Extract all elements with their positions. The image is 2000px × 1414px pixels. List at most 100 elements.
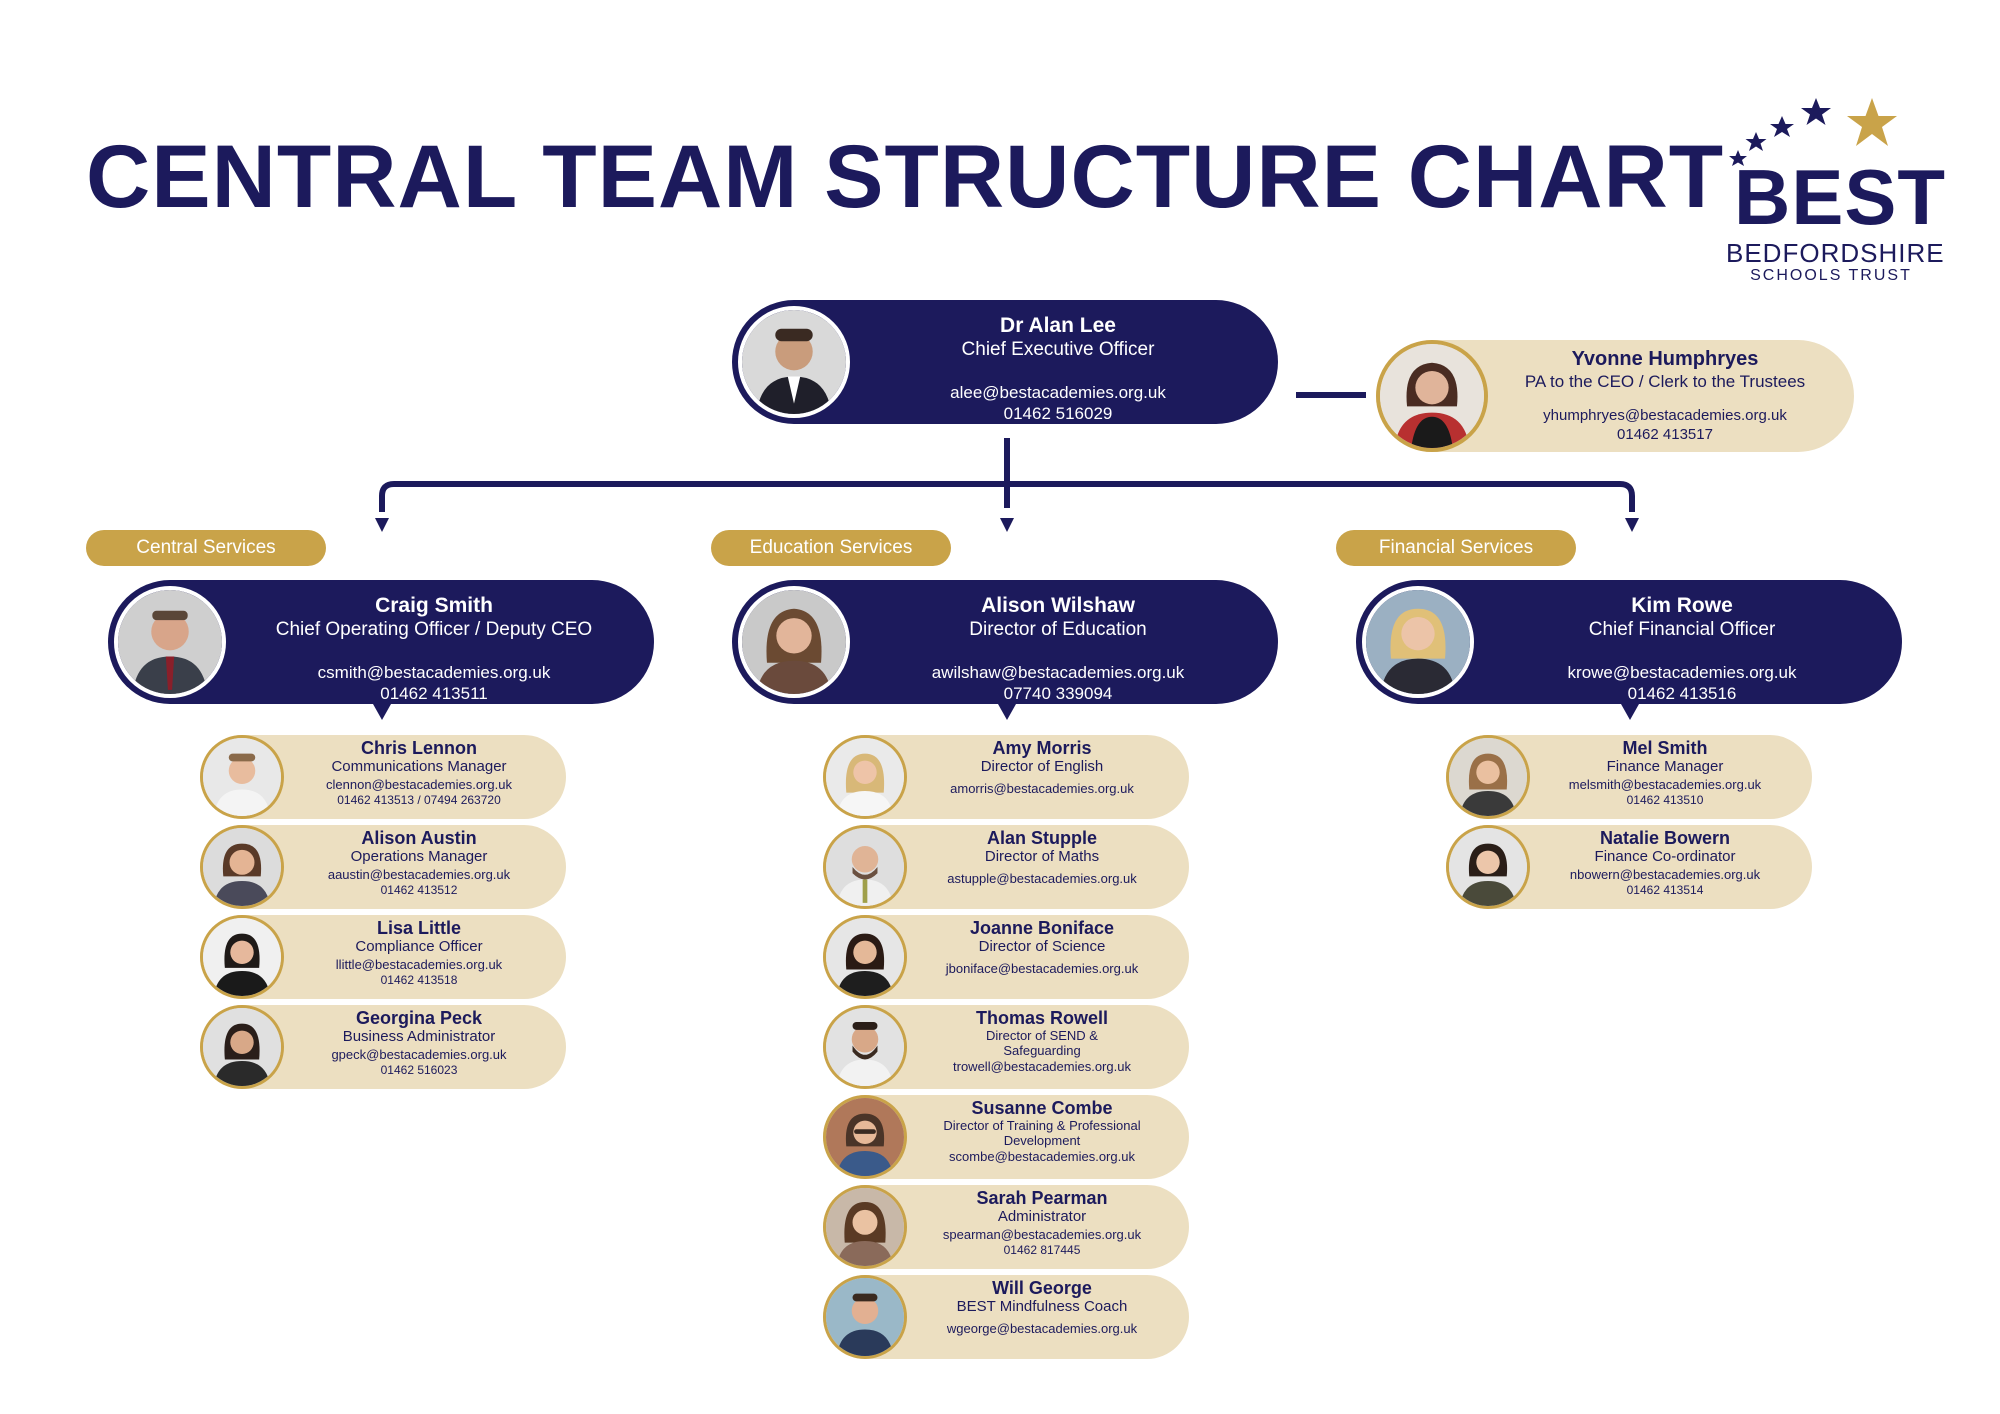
avatar: [823, 825, 907, 909]
lead-email[interactable]: csmith@bestacademies.org.uk: [317, 663, 551, 682]
staff-email[interactable]: spearman@bestacademies.org.uk: [942, 1227, 1142, 1242]
arrow-central: [375, 518, 389, 532]
avatar: [200, 735, 284, 819]
ceo-phone: 01462 516029: [1003, 404, 1113, 423]
lead-role: Director of Education: [969, 619, 1147, 640]
lead-role: Chief Financial Officer: [1588, 619, 1776, 640]
avatar: [823, 1095, 907, 1179]
staff-role: Business Administrator: [342, 1028, 496, 1045]
avatar: [200, 825, 284, 909]
branch-bar: [379, 481, 1635, 512]
lead-name: Kim Rowe: [1631, 594, 1733, 617]
lead-card-financial[interactable]: Kim Rowe Chief Financial Officer krowe@b…: [1356, 580, 1902, 704]
avatar: [823, 1005, 907, 1089]
staff-role: Director of SEND & Safeguarding: [986, 1028, 1098, 1058]
lead-card-education[interactable]: Alison Wilshaw Director of Education awi…: [732, 580, 1278, 704]
staff-card[interactable]: Lisa Little Compliance Officer llittle@b…: [200, 915, 566, 999]
staff-card[interactable]: Susanne Combe Director of Training & Pro…: [823, 1095, 1189, 1179]
staff-name: Alison Austin: [361, 828, 477, 848]
staff-phone: 01462 413512: [380, 883, 458, 897]
staff-email[interactable]: gpeck@bestacademies.org.uk: [331, 1047, 507, 1062]
staff-email[interactable]: aaustin@bestacademies.org.uk: [327, 867, 511, 882]
lead-tail-education: [998, 704, 1016, 720]
ceo-name: Dr Alan Lee: [1000, 314, 1116, 337]
avatar: [114, 586, 226, 698]
staff-card[interactable]: Will George BEST Mindfulness Coach wgeor…: [823, 1275, 1189, 1359]
staff-role: Finance Manager: [1606, 758, 1724, 775]
section-pill-central: Central Services: [86, 530, 326, 566]
avatar: [823, 915, 907, 999]
lead-role: Chief Operating Officer / Deputy CEO: [275, 619, 593, 640]
logo-subtitle-2: SCHOOLS TRUST: [1750, 267, 1912, 284]
staff-card[interactable]: Sarah Pearman Administrator spearman@bes…: [823, 1185, 1189, 1269]
pa-email[interactable]: yhumphryes@bestacademies.org.uk: [1543, 407, 1787, 424]
section-pill-financial: Financial Services: [1336, 530, 1576, 566]
staff-role: Operations Manager: [350, 848, 488, 865]
ceo-card[interactable]: Dr Alan Lee Chief Executive Officer alee…: [732, 300, 1278, 424]
lead-card-central[interactable]: Craig Smith Chief Operating Officer / De…: [108, 580, 654, 704]
staff-card[interactable]: Alan Stupple Director of Maths astupple@…: [823, 825, 1189, 909]
staff-email[interactable]: astupple@bestacademies.org.uk: [947, 871, 1137, 886]
staff-email[interactable]: llittle@bestacademies.org.uk: [335, 957, 503, 972]
logo-wordmark: BEST: [1734, 153, 1947, 241]
pa-card[interactable]: Yvonne Humphryes PA to the CEO / Clerk t…: [1376, 340, 1854, 452]
avatar: [1446, 735, 1530, 819]
staff-name: Mel Smith: [1622, 738, 1708, 758]
staff-email[interactable]: amorris@bestacademies.org.uk: [950, 781, 1134, 796]
staff-card[interactable]: Natalie Bowern Finance Co-ordinator nbow…: [1446, 825, 1812, 909]
staff-phone: 01462 413514: [1626, 883, 1704, 897]
staff-phone: 01462 516023: [380, 1063, 458, 1077]
avatar: [823, 1275, 907, 1359]
avatar: [200, 1005, 284, 1089]
staff-role: Compliance Officer: [355, 938, 483, 955]
staff-phone: 01462 413513 / 07494 263720: [337, 793, 501, 807]
ceo-email[interactable]: alee@bestacademies.org.uk: [950, 383, 1166, 402]
staff-card[interactable]: Thomas Rowell Director of SEND & Safegua…: [823, 1005, 1189, 1089]
lead-email[interactable]: krowe@bestacademies.org.uk: [1567, 663, 1797, 682]
pa-phone: 01462 413517: [1617, 426, 1713, 443]
avatar: [1376, 340, 1488, 452]
staff-email[interactable]: nbowern@bestacademies.org.uk: [1569, 867, 1761, 882]
staff-name: Thomas Rowell: [975, 1008, 1109, 1028]
avatar: [823, 735, 907, 819]
logo-stars-icon: [1729, 98, 1897, 166]
staff-card[interactable]: Amy Morris Director of English amorris@b…: [823, 735, 1189, 819]
staff-role: Director of Maths: [984, 848, 1100, 865]
staff-email[interactable]: jboniface@bestacademies.org.uk: [945, 961, 1139, 976]
staff-card[interactable]: Chris Lennon Communications Manager clen…: [200, 735, 566, 819]
staff-role: Administrator: [997, 1208, 1087, 1225]
staff-role: Communications Manager: [331, 758, 507, 775]
staff-email[interactable]: scombe@bestacademies.org.uk: [949, 1149, 1135, 1164]
staff-card[interactable]: Georgina Peck Business Administrator gpe…: [200, 1005, 566, 1089]
staff-name: Susanne Combe: [971, 1098, 1113, 1118]
staff-name: Alan Stupple: [986, 828, 1097, 848]
page-title: CENTRAL TEAM STRUCTURE CHART: [86, 126, 1725, 226]
staff-card[interactable]: Mel Smith Finance Manager melsmith@besta…: [1446, 735, 1812, 819]
logo-subtitle-1: BEDFORDSHIRE: [1726, 238, 1945, 268]
section-pill-education: Education Services: [711, 530, 951, 566]
staff-card[interactable]: Joanne Boniface Director of Science jbon…: [823, 915, 1189, 999]
staff-email[interactable]: trowell@bestacademies.org.uk: [953, 1059, 1131, 1074]
staff-card[interactable]: Alison Austin Operations Manager aaustin…: [200, 825, 566, 909]
pa-name: Yvonne Humphryes: [1571, 348, 1759, 370]
pa-role: PA to the CEO / Clerk to the Trustees: [1524, 372, 1806, 391]
lead-email[interactable]: awilshaw@bestacademies.org.uk: [931, 663, 1185, 682]
staff-email[interactable]: clennon@bestacademies.org.uk: [326, 777, 512, 792]
staff-role: Director of Training & Professional Deve…: [943, 1118, 1141, 1148]
staff-phone: 01462 413518: [380, 973, 458, 987]
staff-email[interactable]: melsmith@bestacademies.org.uk: [1568, 777, 1762, 792]
staff-name: Natalie Bowern: [1599, 828, 1731, 848]
staff-role: Director of Science: [978, 938, 1106, 955]
staff-name: Joanne Boniface: [969, 918, 1115, 938]
avatar: [1446, 825, 1530, 909]
staff-name: Lisa Little: [376, 918, 461, 938]
staff-role: Finance Co-ordinator: [1594, 848, 1736, 865]
lead-name: Craig Smith: [375, 594, 493, 617]
staff-phone: 01462 817445: [1003, 1243, 1081, 1257]
staff-name: Amy Morris: [992, 738, 1092, 758]
staff-role: BEST Mindfulness Coach: [956, 1298, 1128, 1315]
ceo-role: Chief Executive Officer: [961, 339, 1155, 360]
staff-email[interactable]: wgeorge@bestacademies.org.uk: [946, 1321, 1138, 1336]
arrow-education: [1000, 518, 1014, 532]
lead-tail-financial: [1621, 704, 1639, 720]
